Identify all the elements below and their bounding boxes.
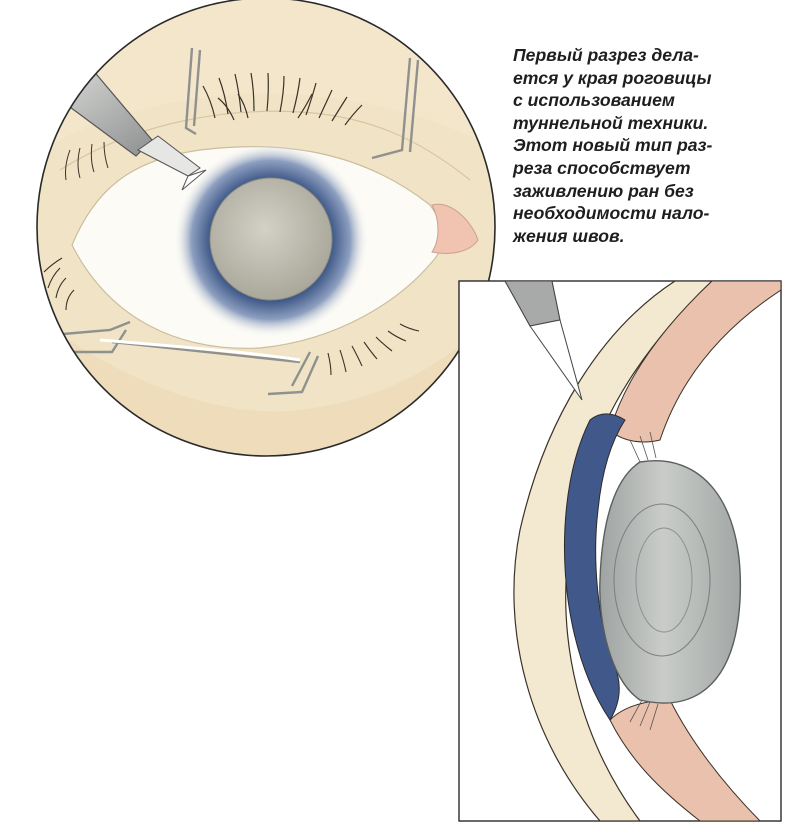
eyelid-speculum-icon [39,47,420,396]
eye-view-border [36,0,496,457]
lower-eyelashes [43,257,420,376]
caption-line: с использованием [513,90,675,111]
caption-line: заживлению ран без [513,180,694,201]
caption-text: Первый разрез дела- ется у края роговицы… [513,44,775,247]
caption-line: реза способствует [513,157,691,178]
upper-lid [37,0,495,150]
caption-line: жения швов. [513,225,625,246]
caption-line: Первый разрез дела- [513,45,699,65]
zonules [629,431,659,731]
caption-line: Этот новый тип раз- [513,135,713,156]
caption-line: необходимости нало- [513,203,710,224]
pupil [209,177,333,301]
upper-eyelashes [202,72,363,126]
eye-front-view [36,0,496,457]
cross-section-knife-icon [504,281,583,401]
eye-cross-section [458,280,782,822]
caruncle [431,203,479,254]
caption-line: туннельной техники. [513,112,709,133]
caption-line: ется у края роговицы [513,67,712,88]
lens [599,460,742,704]
